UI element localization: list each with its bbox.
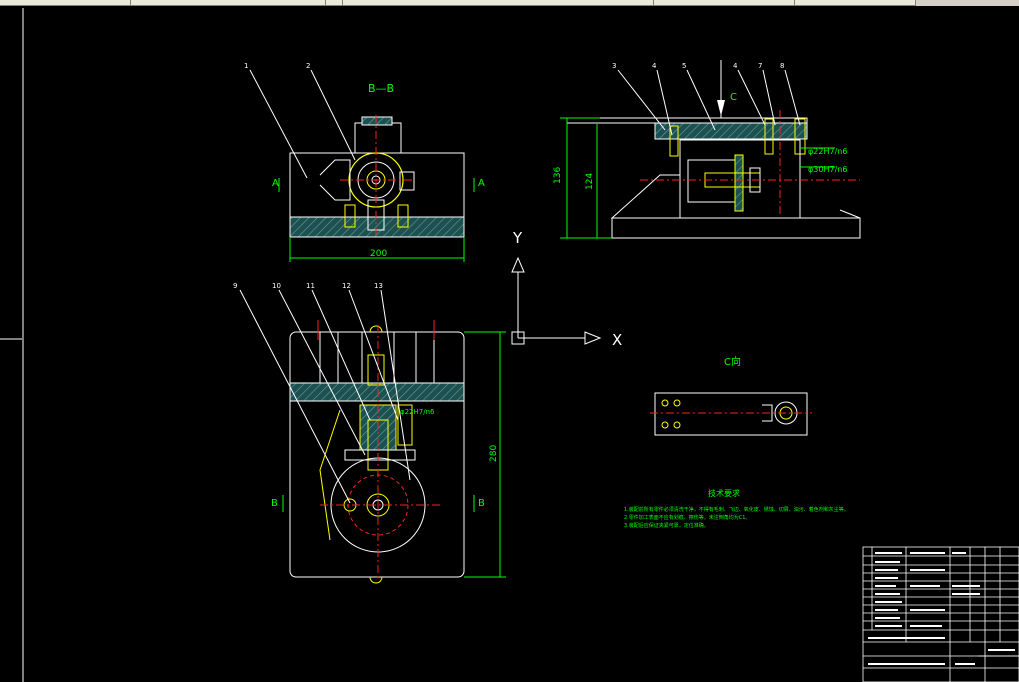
notes-line-2: 2.零件加工表面不应有划痕、擦伤等，未注倒角均为C1。 bbox=[624, 514, 750, 521]
dim-top-width: 200 bbox=[370, 249, 387, 259]
notes-line-3: 3.装配后应保证夹紧可靠，定位准确。 bbox=[624, 522, 709, 529]
balloon-4b: 4 bbox=[733, 62, 738, 70]
axis-x-label: X bbox=[612, 331, 622, 349]
window-tab-strip bbox=[0, 0, 1019, 6]
tab-6[interactable] bbox=[795, 0, 916, 6]
dim-fit-2: φ30H7/n6 bbox=[808, 165, 847, 174]
drawing-frame bbox=[0, 8, 24, 682]
view-top-section-bb: B—B A A 200 1 2 bbox=[244, 62, 485, 262]
section-b-right: B bbox=[478, 498, 485, 509]
dim-fit-3: φ22H7/n6 bbox=[400, 408, 435, 416]
dim-front-height: 280 bbox=[489, 445, 499, 462]
section-bb-title: B—B bbox=[368, 82, 394, 95]
technical-notes: 技术要求 1.装配前所有零件必须清洗干净，不得有毛刺、飞边、氧化皮、锈蚀、切屑、… bbox=[624, 488, 849, 529]
balloon-1: 1 bbox=[244, 62, 248, 70]
view-side: C 136 124 φ22H7/n6 φ30H7/n6 3 4 5 4 7 8 bbox=[553, 60, 861, 239]
ucs-icon: Y X bbox=[511, 229, 622, 349]
cad-drawing-canvas[interactable]: B—B A A 200 1 2 bbox=[0, 6, 1019, 682]
tab-3[interactable] bbox=[326, 0, 343, 6]
view-c: C向 bbox=[650, 355, 812, 436]
tab-1[interactable] bbox=[0, 0, 131, 6]
balloon-5: 5 bbox=[682, 62, 686, 70]
balloon-3: 3 bbox=[612, 62, 616, 70]
tab-2[interactable] bbox=[131, 0, 326, 6]
section-b-left: B bbox=[271, 498, 278, 509]
balloon-2: 2 bbox=[306, 62, 310, 70]
tab-4[interactable] bbox=[343, 0, 654, 6]
dim-side-height-inner: 124 bbox=[585, 173, 595, 190]
balloon-12: 12 bbox=[342, 282, 351, 290]
view-front: φ22H7/n6 280 B B 9 10 11 12 13 bbox=[233, 282, 506, 584]
dim-fit-1: φ22H7/n6 bbox=[808, 147, 847, 156]
dim-side-height-outer: 136 bbox=[553, 167, 563, 184]
section-a-right: A bbox=[478, 178, 485, 189]
section-a-left: A bbox=[272, 178, 279, 189]
view-c-arrow-label: C bbox=[730, 92, 737, 103]
balloon-8: 8 bbox=[780, 62, 784, 70]
balloon-11: 11 bbox=[306, 282, 315, 290]
notes-title: 技术要求 bbox=[708, 488, 740, 498]
axis-y-label: Y bbox=[512, 229, 523, 247]
view-c-title: C向 bbox=[724, 355, 741, 368]
balloon-13: 13 bbox=[374, 282, 383, 290]
balloon-4a: 4 bbox=[652, 62, 657, 70]
title-block bbox=[862, 546, 1019, 682]
balloon-9: 9 bbox=[233, 282, 237, 290]
balloon-10: 10 bbox=[272, 282, 281, 290]
notes-line-1: 1.装配前所有零件必须清洗干净，不得有毛刺、飞边、氧化皮、锈蚀、切屑、油污、着色… bbox=[624, 506, 849, 513]
balloon-7: 7 bbox=[758, 62, 762, 70]
tab-5[interactable] bbox=[654, 0, 795, 6]
